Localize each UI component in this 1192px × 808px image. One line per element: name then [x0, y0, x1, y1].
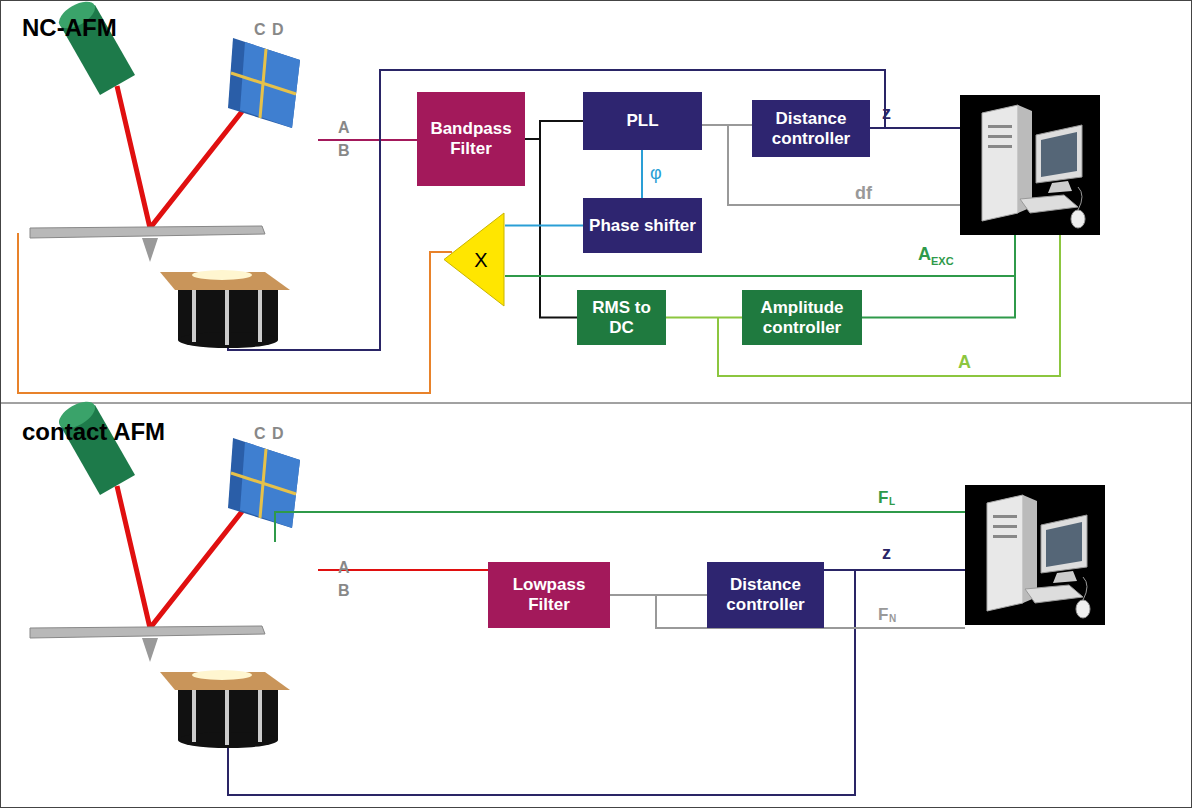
signal-name: F: [878, 489, 888, 506]
node-text: Distance controller: [758, 109, 864, 149]
signal-connector: [505, 225, 583, 227]
node-text: Amplitude controller: [748, 298, 856, 338]
signal-connector: [702, 124, 752, 126]
node-text: X: [474, 250, 487, 270]
pll-box: PLL: [583, 92, 702, 150]
node-text: Distance controller: [713, 575, 818, 615]
filter-box: Bandpass Filter: [417, 92, 525, 186]
signal-name: z: [882, 104, 891, 122]
controller-box: Amplitude controller: [742, 290, 862, 345]
signal-name: A: [918, 245, 931, 263]
node-text: Lowpass Filter: [494, 575, 604, 615]
signal-name: A: [958, 353, 971, 371]
signal-name: df: [855, 184, 872, 202]
converter-box: RMS to DC: [577, 290, 666, 345]
quadrant-label: A: [338, 560, 350, 576]
quadrant-label: D: [272, 22, 284, 38]
edge-label: φ: [650, 164, 662, 182]
node-text: Phase shifter: [589, 216, 696, 236]
quadrant-label: C: [254, 426, 266, 442]
node-text: Bandpass Filter: [423, 119, 519, 159]
node-text: RMS to DC: [583, 298, 660, 338]
signal-subscript: EXC: [931, 256, 954, 267]
signal-subscript: N: [889, 614, 896, 624]
signal-connector: [525, 139, 577, 318]
quadrant-label: B: [338, 143, 350, 159]
panel-title: contact AFM: [22, 420, 165, 444]
signal-name: z: [882, 544, 891, 562]
filter-box: Lowpass Filter: [488, 562, 610, 628]
signal-connector: [641, 150, 643, 198]
quadrant-label: D: [272, 426, 284, 442]
phase-shifter-box: Phase shifter: [583, 198, 702, 253]
node-text: PLL: [626, 111, 658, 131]
panel-title: NC-AFM: [22, 16, 117, 40]
controller-box: Distance controller: [752, 100, 870, 157]
quadrant-label: B: [338, 583, 350, 599]
controller-box: Distance controller: [707, 562, 824, 628]
signal-connector: [666, 317, 742, 319]
signal-subscript: L: [889, 497, 895, 507]
quadrant-label: A: [338, 120, 350, 136]
triangle-outline: [443, 212, 505, 307]
signal-connector: [525, 121, 583, 139]
signal-name: F: [878, 606, 888, 623]
quadrant-label: C: [254, 22, 266, 38]
multiplier-triangle: X: [443, 212, 505, 307]
signal-connector: [610, 594, 707, 596]
